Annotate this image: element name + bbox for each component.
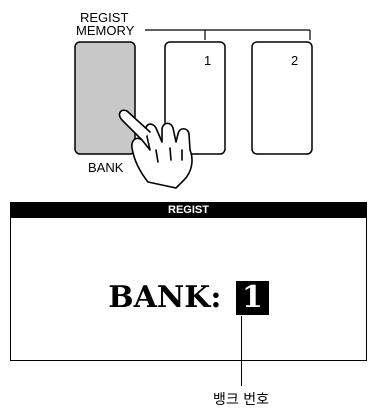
lcd-bank-readout: BANK: 1 [0, 280, 377, 316]
regist-memory-label-line2: MEMORY [76, 23, 135, 38]
regist-key-1-label: 1 [204, 53, 211, 68]
regist-memory-bracket [145, 30, 310, 40]
lcd-bank-number: 1 [236, 281, 269, 315]
bank-key[interactable] [75, 42, 135, 154]
lcd-header: REGIST [10, 202, 367, 218]
bank-key-label: BANK [88, 160, 124, 175]
regist-key-2[interactable] [252, 42, 312, 154]
bank-number-callout-label: 뱅크 번호 [191, 391, 291, 409]
regist-key-2-label: 2 [291, 53, 298, 68]
bank-number-callout-line [241, 316, 242, 386]
lcd-bank-prefix: BANK: [108, 280, 221, 315]
